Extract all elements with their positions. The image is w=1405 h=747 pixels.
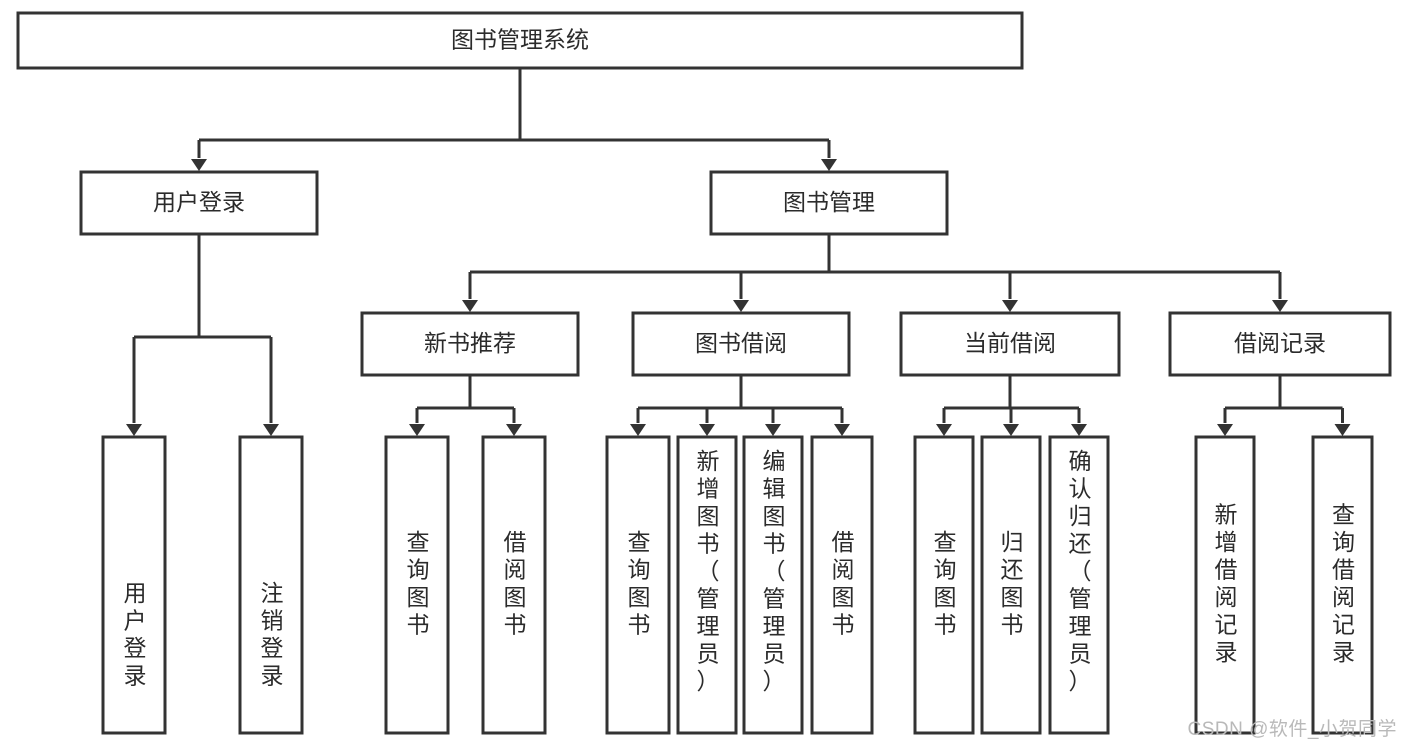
node-current-borrow[interactable]: 当前借阅 bbox=[899, 311, 1121, 377]
node-label: 新增借阅记录 bbox=[1215, 502, 1238, 666]
node-book-borrow[interactable]: 图书借阅 bbox=[631, 311, 851, 377]
connector-layer bbox=[126, 68, 1351, 436]
node-leaf-user-logout[interactable]: 注销登录 bbox=[238, 435, 304, 735]
node-box bbox=[1194, 435, 1256, 735]
arrow-head-icon bbox=[1003, 424, 1019, 436]
node-box bbox=[360, 311, 580, 377]
arrow-head-icon bbox=[936, 424, 952, 436]
node-label: 图书借阅 bbox=[695, 330, 787, 356]
node-leaf-query-book-1[interactable]: 查询图书 bbox=[384, 435, 450, 735]
arrow-head-icon bbox=[733, 300, 749, 312]
arrow-head-icon bbox=[1334, 424, 1351, 436]
node-box bbox=[384, 435, 450, 735]
node-label: 用户登录 bbox=[124, 580, 147, 689]
node-label: 当前借阅 bbox=[964, 330, 1056, 356]
arrow-head-icon bbox=[699, 424, 715, 436]
node-user-login[interactable]: 用户登录 bbox=[79, 170, 319, 236]
node-box bbox=[1168, 311, 1392, 377]
node-box bbox=[899, 311, 1121, 377]
arrow-head-icon bbox=[765, 424, 781, 436]
node-leaf-query-book-3[interactable]: 查询图书 bbox=[913, 435, 975, 735]
node-label: 借阅图书 bbox=[504, 529, 527, 638]
node-label: 编辑图书（管理员） bbox=[763, 448, 786, 694]
node-label: 注销登录 bbox=[261, 580, 284, 689]
node-box bbox=[1311, 435, 1374, 735]
arrow-head-icon bbox=[191, 159, 207, 171]
arrow-head-icon bbox=[1272, 300, 1288, 312]
arrow-head-icon bbox=[821, 159, 837, 171]
node-leaf-query-record[interactable]: 查询借阅记录 bbox=[1311, 435, 1374, 735]
node-label: 新增图书（管理员） bbox=[697, 448, 720, 694]
node-box bbox=[631, 311, 851, 377]
node-box bbox=[980, 435, 1042, 735]
node-label: 图书管理系统 bbox=[451, 27, 589, 53]
node-label: 查询图书 bbox=[407, 529, 430, 638]
arrow-head-icon bbox=[834, 424, 850, 436]
node-box bbox=[79, 170, 319, 236]
node-box bbox=[913, 435, 975, 735]
node-label: 确认归还（管理员） bbox=[1069, 448, 1092, 694]
arrow-head-icon bbox=[409, 424, 425, 436]
node-box bbox=[238, 435, 304, 735]
node-label: 查询图书 bbox=[628, 529, 651, 638]
node-leaf-user-login[interactable]: 用户登录 bbox=[101, 435, 167, 735]
node-box bbox=[742, 435, 804, 735]
node-box bbox=[481, 435, 547, 735]
arrow-head-icon bbox=[1002, 300, 1018, 312]
node-book-manage[interactable]: 图书管理 bbox=[709, 170, 949, 236]
node-box bbox=[16, 11, 1024, 70]
node-new-book-rec[interactable]: 新书推荐 bbox=[360, 311, 580, 377]
node-label: 借阅记录 bbox=[1234, 330, 1326, 356]
node-box bbox=[676, 435, 738, 735]
node-root[interactable]: 图书管理系统 bbox=[16, 11, 1024, 70]
node-leaf-confirm-return[interactable]: 确认归还（管理员） bbox=[1048, 435, 1110, 735]
node-leaf-add-record[interactable]: 新增借阅记录 bbox=[1194, 435, 1256, 735]
node-box bbox=[605, 435, 671, 735]
node-leaf-borrow-book-2[interactable]: 借阅图书 bbox=[810, 435, 874, 735]
node-borrow-record[interactable]: 借阅记录 bbox=[1168, 311, 1392, 377]
node-label: 用户登录 bbox=[153, 189, 245, 215]
node-leaf-add-book[interactable]: 新增图书（管理员） bbox=[676, 435, 738, 735]
arrow-head-icon bbox=[263, 424, 279, 436]
arrow-head-icon bbox=[1071, 424, 1087, 436]
node-label: 查询图书 bbox=[934, 529, 957, 638]
node-leaf-borrow-book-1[interactable]: 借阅图书 bbox=[481, 435, 547, 735]
node-label: 新书推荐 bbox=[424, 330, 516, 356]
node-box bbox=[810, 435, 874, 735]
node-label: 归还图书 bbox=[1001, 529, 1024, 638]
node-leaf-edit-book[interactable]: 编辑图书（管理员） bbox=[742, 435, 804, 735]
node-label: 查询借阅记录 bbox=[1332, 502, 1355, 666]
node-box bbox=[709, 170, 949, 236]
arrow-head-icon bbox=[126, 424, 142, 436]
arrow-head-icon bbox=[462, 300, 478, 312]
node-layer: 图书管理系统用户登录图书管理新书推荐图书借阅当前借阅借阅记录用户登录注销登录查询… bbox=[16, 11, 1392, 735]
arrow-head-icon bbox=[1217, 424, 1233, 436]
node-box bbox=[1048, 435, 1110, 735]
node-leaf-return-book[interactable]: 归还图书 bbox=[980, 435, 1042, 735]
node-leaf-query-book-2[interactable]: 查询图书 bbox=[605, 435, 671, 735]
arrow-head-icon bbox=[630, 424, 646, 436]
node-label: 借阅图书 bbox=[832, 529, 855, 638]
arrow-head-icon bbox=[506, 424, 522, 436]
node-box bbox=[101, 435, 167, 735]
node-label: 图书管理 bbox=[783, 189, 875, 215]
